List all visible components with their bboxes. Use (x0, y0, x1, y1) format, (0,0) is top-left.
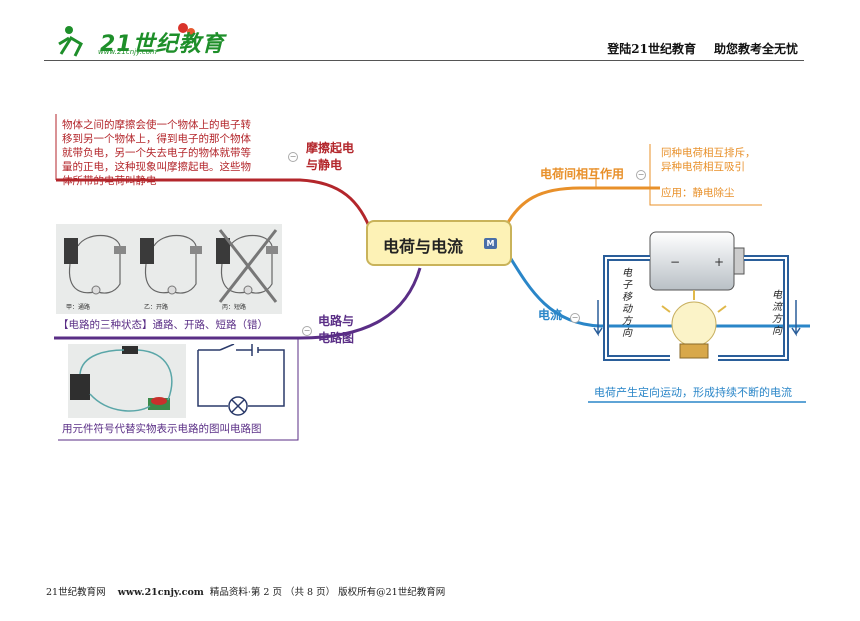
branch-current[interactable]: 电流 (538, 308, 563, 322)
state-label-short: 丙：短路 (222, 304, 247, 311)
real-circuit-photo (68, 344, 186, 418)
friction-note-line: 量的正电，这种现象叫摩擦起电。这些物 (62, 161, 251, 173)
footer-site: 21世纪教育网 (46, 587, 106, 598)
circuit-diagram-caption: 用元件符号代替实物表示电路的图叫电路图 (62, 423, 262, 435)
collapse-icon[interactable]: − (302, 326, 312, 336)
header-divider (44, 60, 804, 61)
footer-page-info: 精品资料·第 2 页 （共 8 页） 版权所有@21世纪教育网 (209, 587, 446, 598)
logo-url: www.21cnjy.com (98, 48, 157, 56)
interaction-rule: 同种电荷相互排斥， 异种电荷相互吸引 (661, 146, 756, 174)
branch-friction[interactable]: 摩擦起电 与静电 (306, 140, 354, 174)
friction-note-line: 就带负电，另一个失去电子的物体就带等 (62, 147, 251, 159)
central-topic-title: 电荷与电流 (383, 237, 464, 256)
interaction-application: 应用：静电除尘 (661, 187, 735, 199)
branch-circuit-line1: 电路与 (318, 314, 355, 328)
collapse-icon[interactable]: − (636, 170, 646, 180)
current-illustration: −+ (590, 228, 804, 388)
svg-text:−: − (670, 255, 680, 269)
branch-circuit-line2: 电路图 (318, 331, 355, 345)
slogan-help: 助您教考全无忧 (713, 42, 798, 56)
branch-friction-line1: 摩擦起电 (306, 141, 355, 155)
current-direction-label: 电流方向 (772, 290, 782, 337)
branch-circuit[interactable]: 电路与 电路图 (318, 313, 354, 347)
circuit-states-photo (56, 224, 282, 314)
friction-note: 物体之间的摩擦会使一个物体上的电子转 移到另一个物体上，得到电子的那个物体 就带… (62, 118, 251, 188)
footer-url[interactable]: www.21cnjy.com (117, 587, 204, 598)
state-label-open: 乙：开路 (144, 304, 169, 311)
friction-note-line: 物体之间的摩擦会使一个物体上的电子转 (62, 119, 251, 131)
slogan-login[interactable]: 登陆21世纪教育 (607, 42, 696, 56)
interaction-rule-line: 异种电荷相互吸引 (661, 161, 745, 173)
site-logo[interactable] (55, 18, 205, 62)
current-caption: 电荷产生定向运动，形成持续不断的电流 (594, 386, 792, 399)
collapse-icon[interactable]: − (288, 152, 298, 162)
logo-text: 21世纪教育 (100, 32, 225, 57)
mindmap-badge: M (484, 238, 497, 249)
svg-text:+: + (714, 255, 724, 269)
circuit-diagram (194, 343, 288, 418)
collapse-icon[interactable]: − (570, 313, 580, 323)
header-slogan: 登陆21世纪教育 助您教考全无忧 (589, 40, 798, 57)
circuit-states-caption: 【电路的三种状态】通路、开路、短路（错） (58, 319, 268, 331)
electron-direction-label: 电子移动方向 (622, 268, 632, 339)
friction-note-line: 体所带的电荷叫静电 (62, 175, 157, 187)
page-footer: 21世纪教育网 www.21cnjy.com 精品资料·第 2 页 （共 8 页… (46, 584, 445, 598)
branch-interaction[interactable]: 电荷间相互作用 (540, 167, 625, 181)
friction-note-line: 移到另一个物体上，得到电子的那个物体 (62, 133, 251, 145)
state-label-closed: 甲：通路 (66, 304, 91, 311)
branch-friction-line2: 与静电 (306, 158, 343, 172)
interaction-rule-line: 同种电荷相互排斥， (661, 147, 756, 159)
